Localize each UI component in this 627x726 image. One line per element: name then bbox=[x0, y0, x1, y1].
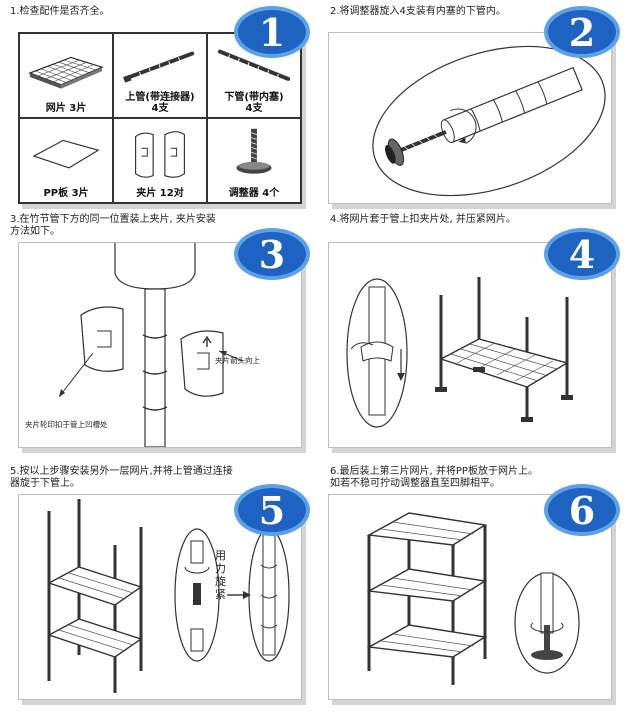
part-label: 调整器 4个 bbox=[228, 188, 280, 199]
second-shelf-illustration bbox=[47, 499, 290, 693]
clip-installation-illustration bbox=[58, 243, 244, 447]
step-number-badge: 2 bbox=[542, 4, 622, 60]
upper-pole-icon bbox=[123, 51, 195, 83]
step-4-caption: 4.将网片套于管上扣夹片处, 并压紧网片。 bbox=[330, 214, 516, 225]
part-label: 网片 3片 bbox=[45, 103, 87, 114]
adjuster-insertion-illustration bbox=[372, 45, 606, 197]
lower-pole-icon bbox=[217, 49, 291, 81]
oval-badge-icon bbox=[544, 484, 620, 536]
part-upper-pole: 上管(带连接器) 4支 bbox=[113, 33, 207, 118]
step-number-badge: 6 bbox=[542, 482, 622, 538]
pp-board-icon bbox=[33, 139, 99, 169]
oval-badge-icon bbox=[234, 228, 310, 280]
step-number: 6 bbox=[568, 487, 596, 533]
step-number: 5 bbox=[258, 487, 286, 533]
step-2: 2.将调整器旋入4支装有内塞的下管内。 bbox=[320, 6, 620, 231]
part-adjuster: 调整器 4个 bbox=[207, 118, 301, 203]
step-5: 5.按以上步骤安装另外一层网片,并将上管通过连接 器旋于下管上。 用力 bbox=[10, 466, 312, 700]
part-wire-shelf: 网片 3片 bbox=[19, 33, 113, 118]
oval-badge-icon bbox=[544, 6, 620, 58]
note-right: 夹片箭头向上 bbox=[215, 356, 260, 365]
finished-rack-illustration bbox=[366, 512, 580, 685]
wire-shelf-icon bbox=[28, 56, 104, 89]
step-2-illustration-panel bbox=[328, 32, 612, 204]
step-number: 1 bbox=[258, 9, 286, 55]
step-1: 1.检查配件是否齐全。 网片 3片 bbox=[10, 6, 310, 231]
clip-icon bbox=[135, 131, 185, 178]
step-number: 4 bbox=[568, 231, 596, 277]
step-6-caption: 6.最后装上第三片网片, 并将PP板放于网片上。 如若不稳可拧动调整器直至四脚相… bbox=[330, 466, 538, 489]
parts-checklist-grid: 网片 3片 上管(带连接器) 4支 bbox=[18, 32, 302, 204]
step-4: 4.将网片套于管上扣夹片处, 并压紧网片。 bbox=[320, 214, 622, 448]
oval-badge-icon bbox=[234, 484, 310, 536]
step-3-caption: 3.在竹节管下方的同一位置装上夹片, 夹片安装 方法如下。 bbox=[10, 214, 216, 237]
oval-badge-icon bbox=[234, 6, 310, 58]
part-clips: 夹片 12对 bbox=[113, 118, 207, 203]
step-number-badge: 4 bbox=[542, 226, 622, 282]
step-3: 3.在竹节管下方的同一位置装上夹片, 夹片安装 方法如下。 夹片轮印扣于管上凹槽… bbox=[10, 214, 312, 448]
step-number-badge: 5 bbox=[232, 482, 312, 538]
step-2-caption: 2.将调整器旋入4支装有内塞的下管内。 bbox=[330, 6, 506, 17]
shelf-placement-illustration bbox=[346, 277, 573, 428]
step-1-caption: 1.检查配件是否齐全。 bbox=[10, 6, 110, 17]
part-label: 下管(带内塞) 4支 bbox=[224, 92, 284, 114]
leveling-foot-icon bbox=[236, 128, 272, 174]
part-label: 上管(带连接器) 4支 bbox=[125, 92, 195, 114]
part-label: 夹片 12对 bbox=[136, 188, 184, 199]
step-number-badge: 1 bbox=[232, 4, 312, 60]
step-5-caption: 5.按以上步骤安装另外一层网片,并将上管通过连接 器旋于下管上。 bbox=[10, 466, 233, 489]
vertical-instruction: 用力旋紧 bbox=[215, 549, 226, 601]
oval-badge-icon bbox=[544, 228, 620, 280]
part-label: PP板 3片 bbox=[43, 188, 89, 199]
note-left: 夹片轮印扣于管上凹槽处 bbox=[25, 420, 108, 429]
step-number: 2 bbox=[568, 9, 596, 55]
part-pp-board: PP板 3片 bbox=[19, 118, 113, 203]
step-number-badge: 3 bbox=[232, 226, 312, 282]
step-6: 6.最后装上第三片网片, 并将PP板放于网片上。 如若不稳可拧动调整器直至四脚相… bbox=[320, 466, 622, 700]
step-number: 3 bbox=[258, 231, 286, 277]
